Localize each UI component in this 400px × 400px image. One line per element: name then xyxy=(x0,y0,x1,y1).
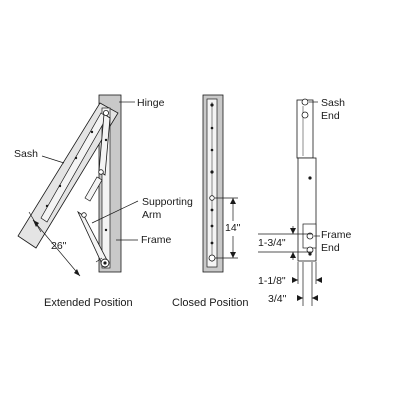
dim-118-arrow xyxy=(292,277,298,283)
end-sash-hole xyxy=(301,98,309,106)
dimension-1-3-4: 1-3/4" xyxy=(258,237,286,249)
extended-rivet xyxy=(74,156,78,160)
end-sash-hole xyxy=(301,111,309,119)
closed-rivet xyxy=(210,224,214,228)
dimension-3-4: 3/4" xyxy=(268,293,287,305)
dim-134-arrow xyxy=(290,228,296,234)
extended-pivot-arm xyxy=(81,212,87,218)
label-frame: Frame xyxy=(141,234,172,246)
extended-pivot-mid xyxy=(98,169,104,175)
extended-rivet xyxy=(45,204,49,208)
closed-rivet xyxy=(210,126,214,130)
closed-view xyxy=(202,94,238,273)
leader-sash xyxy=(41,155,65,164)
label-sash-end-line2: End xyxy=(321,110,340,122)
extended-rivet xyxy=(58,184,62,188)
closed-pivot xyxy=(208,254,216,262)
caption-closed-position: Closed Position xyxy=(172,297,249,309)
dim-14-arrow xyxy=(230,198,236,204)
label-frame-end-line2: End xyxy=(321,242,340,254)
extended-hinge-arm xyxy=(98,113,111,176)
extended-rivet xyxy=(104,228,108,232)
label-sash-end-line1: Sash xyxy=(321,97,345,109)
closed-rivet xyxy=(210,241,214,245)
dim-34-arrow xyxy=(312,295,318,301)
label-sash: Sash xyxy=(14,148,38,160)
closed-rivet xyxy=(210,103,214,107)
dim-26-arrow xyxy=(74,269,80,276)
dim-34-arrow xyxy=(297,295,303,301)
extended-rivet xyxy=(90,130,94,134)
end-rivet xyxy=(308,252,312,256)
extended-view xyxy=(17,94,139,277)
end-sash-section xyxy=(296,99,314,159)
end-rivet xyxy=(308,176,312,180)
extended-frame-track xyxy=(101,107,111,269)
dim-26-arrow xyxy=(33,220,39,227)
closed-pivot xyxy=(209,195,215,201)
label-supporting: Supporting xyxy=(142,196,193,208)
label-hinge: Hinge xyxy=(137,97,165,109)
label-arm: Arm xyxy=(142,209,162,221)
extended-brace xyxy=(84,176,103,202)
closed-rivet xyxy=(210,148,214,152)
extended-pivot-top xyxy=(103,110,110,117)
dim-118-arrow xyxy=(316,277,322,283)
extended-sash-track xyxy=(40,112,108,223)
closed-rivet xyxy=(210,170,214,174)
dimension-26: 26" xyxy=(51,240,67,252)
dim-14-arrow xyxy=(230,252,236,258)
closed-rivet xyxy=(210,208,214,212)
end-frame-hole xyxy=(306,232,314,240)
leader-supporting-arm xyxy=(91,200,139,224)
dimension-14: 14" xyxy=(225,222,241,234)
caption-extended-position: Extended Position xyxy=(44,297,133,309)
dimension-1-1-8: 1-1/8" xyxy=(258,275,286,287)
dim-ext-line xyxy=(95,257,103,263)
extended-rivet xyxy=(104,138,108,142)
label-frame-end-line1: Frame xyxy=(321,229,352,241)
extended-pivot-bottom-dot xyxy=(103,261,107,265)
dim-26-line xyxy=(32,219,81,277)
dim-134-arrow xyxy=(290,252,296,258)
end-view xyxy=(258,98,322,306)
